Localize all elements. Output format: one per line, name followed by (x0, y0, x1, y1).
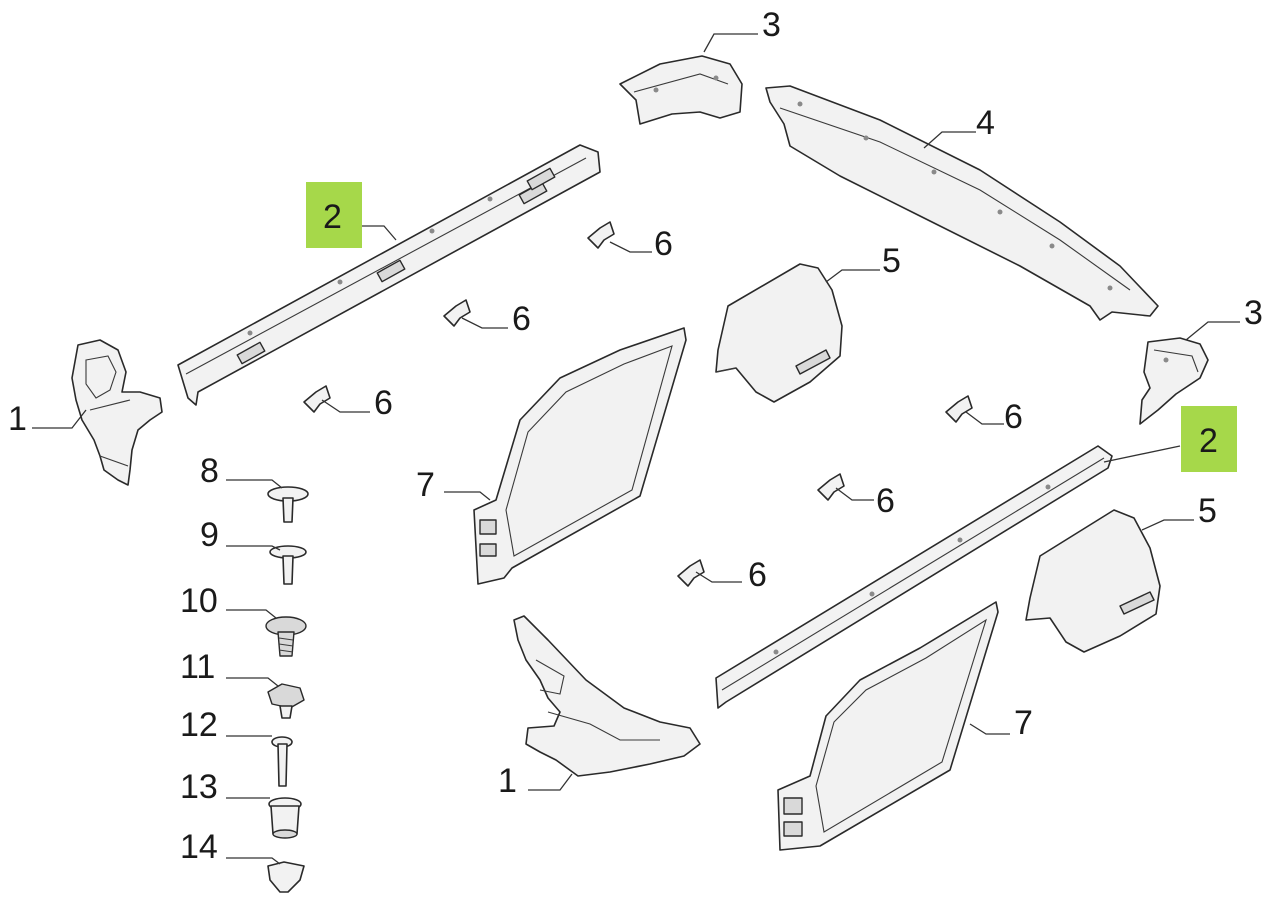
callout-6-b[interactable]: 6 (512, 300, 531, 338)
part-6-clip-a[interactable] (587, 221, 615, 249)
part-6-clip-c[interactable] (303, 385, 331, 413)
part-12-bolt[interactable] (271, 736, 293, 787)
callout-10[interactable]: 10 (180, 582, 218, 620)
callout-3-top[interactable]: 3 (762, 6, 781, 44)
callout-13[interactable]: 13 (180, 768, 218, 806)
callout-12[interactable]: 12 (180, 706, 218, 744)
callout-5-upper[interactable]: 5 (882, 242, 901, 280)
part-13-grommet[interactable] (268, 797, 302, 839)
callout-11[interactable]: 11 (180, 648, 215, 686)
callout-2-right[interactable]: 2 (1199, 422, 1218, 460)
part-14-rivet[interactable] (267, 861, 305, 893)
part-4-rear-rail[interactable] (765, 85, 1159, 321)
part-9-push-pin[interactable] (269, 545, 307, 585)
callout-1-left[interactable]: 1 (8, 400, 27, 438)
callout-2-left[interactable]: 2 (323, 198, 342, 236)
part-6-clip-f[interactable] (677, 559, 705, 587)
part-11-clip-nut[interactable] (267, 683, 305, 719)
callout-6-e[interactable]: 6 (876, 482, 895, 520)
callout-8[interactable]: 8 (200, 452, 219, 490)
callout-6-d[interactable]: 6 (1004, 398, 1023, 436)
callout-6-c[interactable]: 6 (374, 384, 393, 422)
callout-5-lower[interactable]: 5 (1198, 492, 1217, 530)
part-2-right-strip[interactable] (715, 445, 1113, 709)
callout-14[interactable]: 14 (180, 828, 218, 866)
part-2-left-strip[interactable] (177, 144, 601, 406)
part-7-left-trim[interactable] (473, 327, 687, 585)
callout-6-f[interactable]: 6 (748, 556, 767, 594)
highlight-box-2-right (1181, 406, 1237, 472)
part-1-lower-bracket[interactable] (513, 615, 701, 777)
part-5-lower-panel[interactable] (1025, 509, 1161, 653)
callout-7-right[interactable]: 7 (1014, 704, 1033, 742)
callout-7-left[interactable]: 7 (416, 466, 435, 504)
callout-4[interactable]: 4 (976, 104, 995, 142)
leader-lines (32, 33, 1240, 865)
highlight-box-2-left (306, 182, 362, 248)
part-6-clip-d[interactable] (945, 395, 973, 423)
part-1-left-bracket[interactable] (71, 339, 163, 486)
part-6-clip-e[interactable] (817, 473, 845, 501)
part-3-top-bracket[interactable] (619, 55, 743, 125)
callout-9[interactable]: 9 (200, 516, 219, 554)
part-10-screw[interactable] (265, 616, 307, 657)
part-6-clip-b[interactable] (443, 299, 471, 327)
part-8-push-pin[interactable] (267, 486, 309, 523)
part-5-upper-panel[interactable] (715, 263, 843, 403)
callout-1-bottom[interactable]: 1 (498, 762, 517, 800)
part-7-right-trim[interactable] (777, 601, 999, 851)
part-3-right-bracket[interactable] (1139, 337, 1209, 425)
callout-6-a[interactable]: 6 (654, 225, 673, 263)
callout-3-right[interactable]: 3 (1244, 294, 1263, 332)
